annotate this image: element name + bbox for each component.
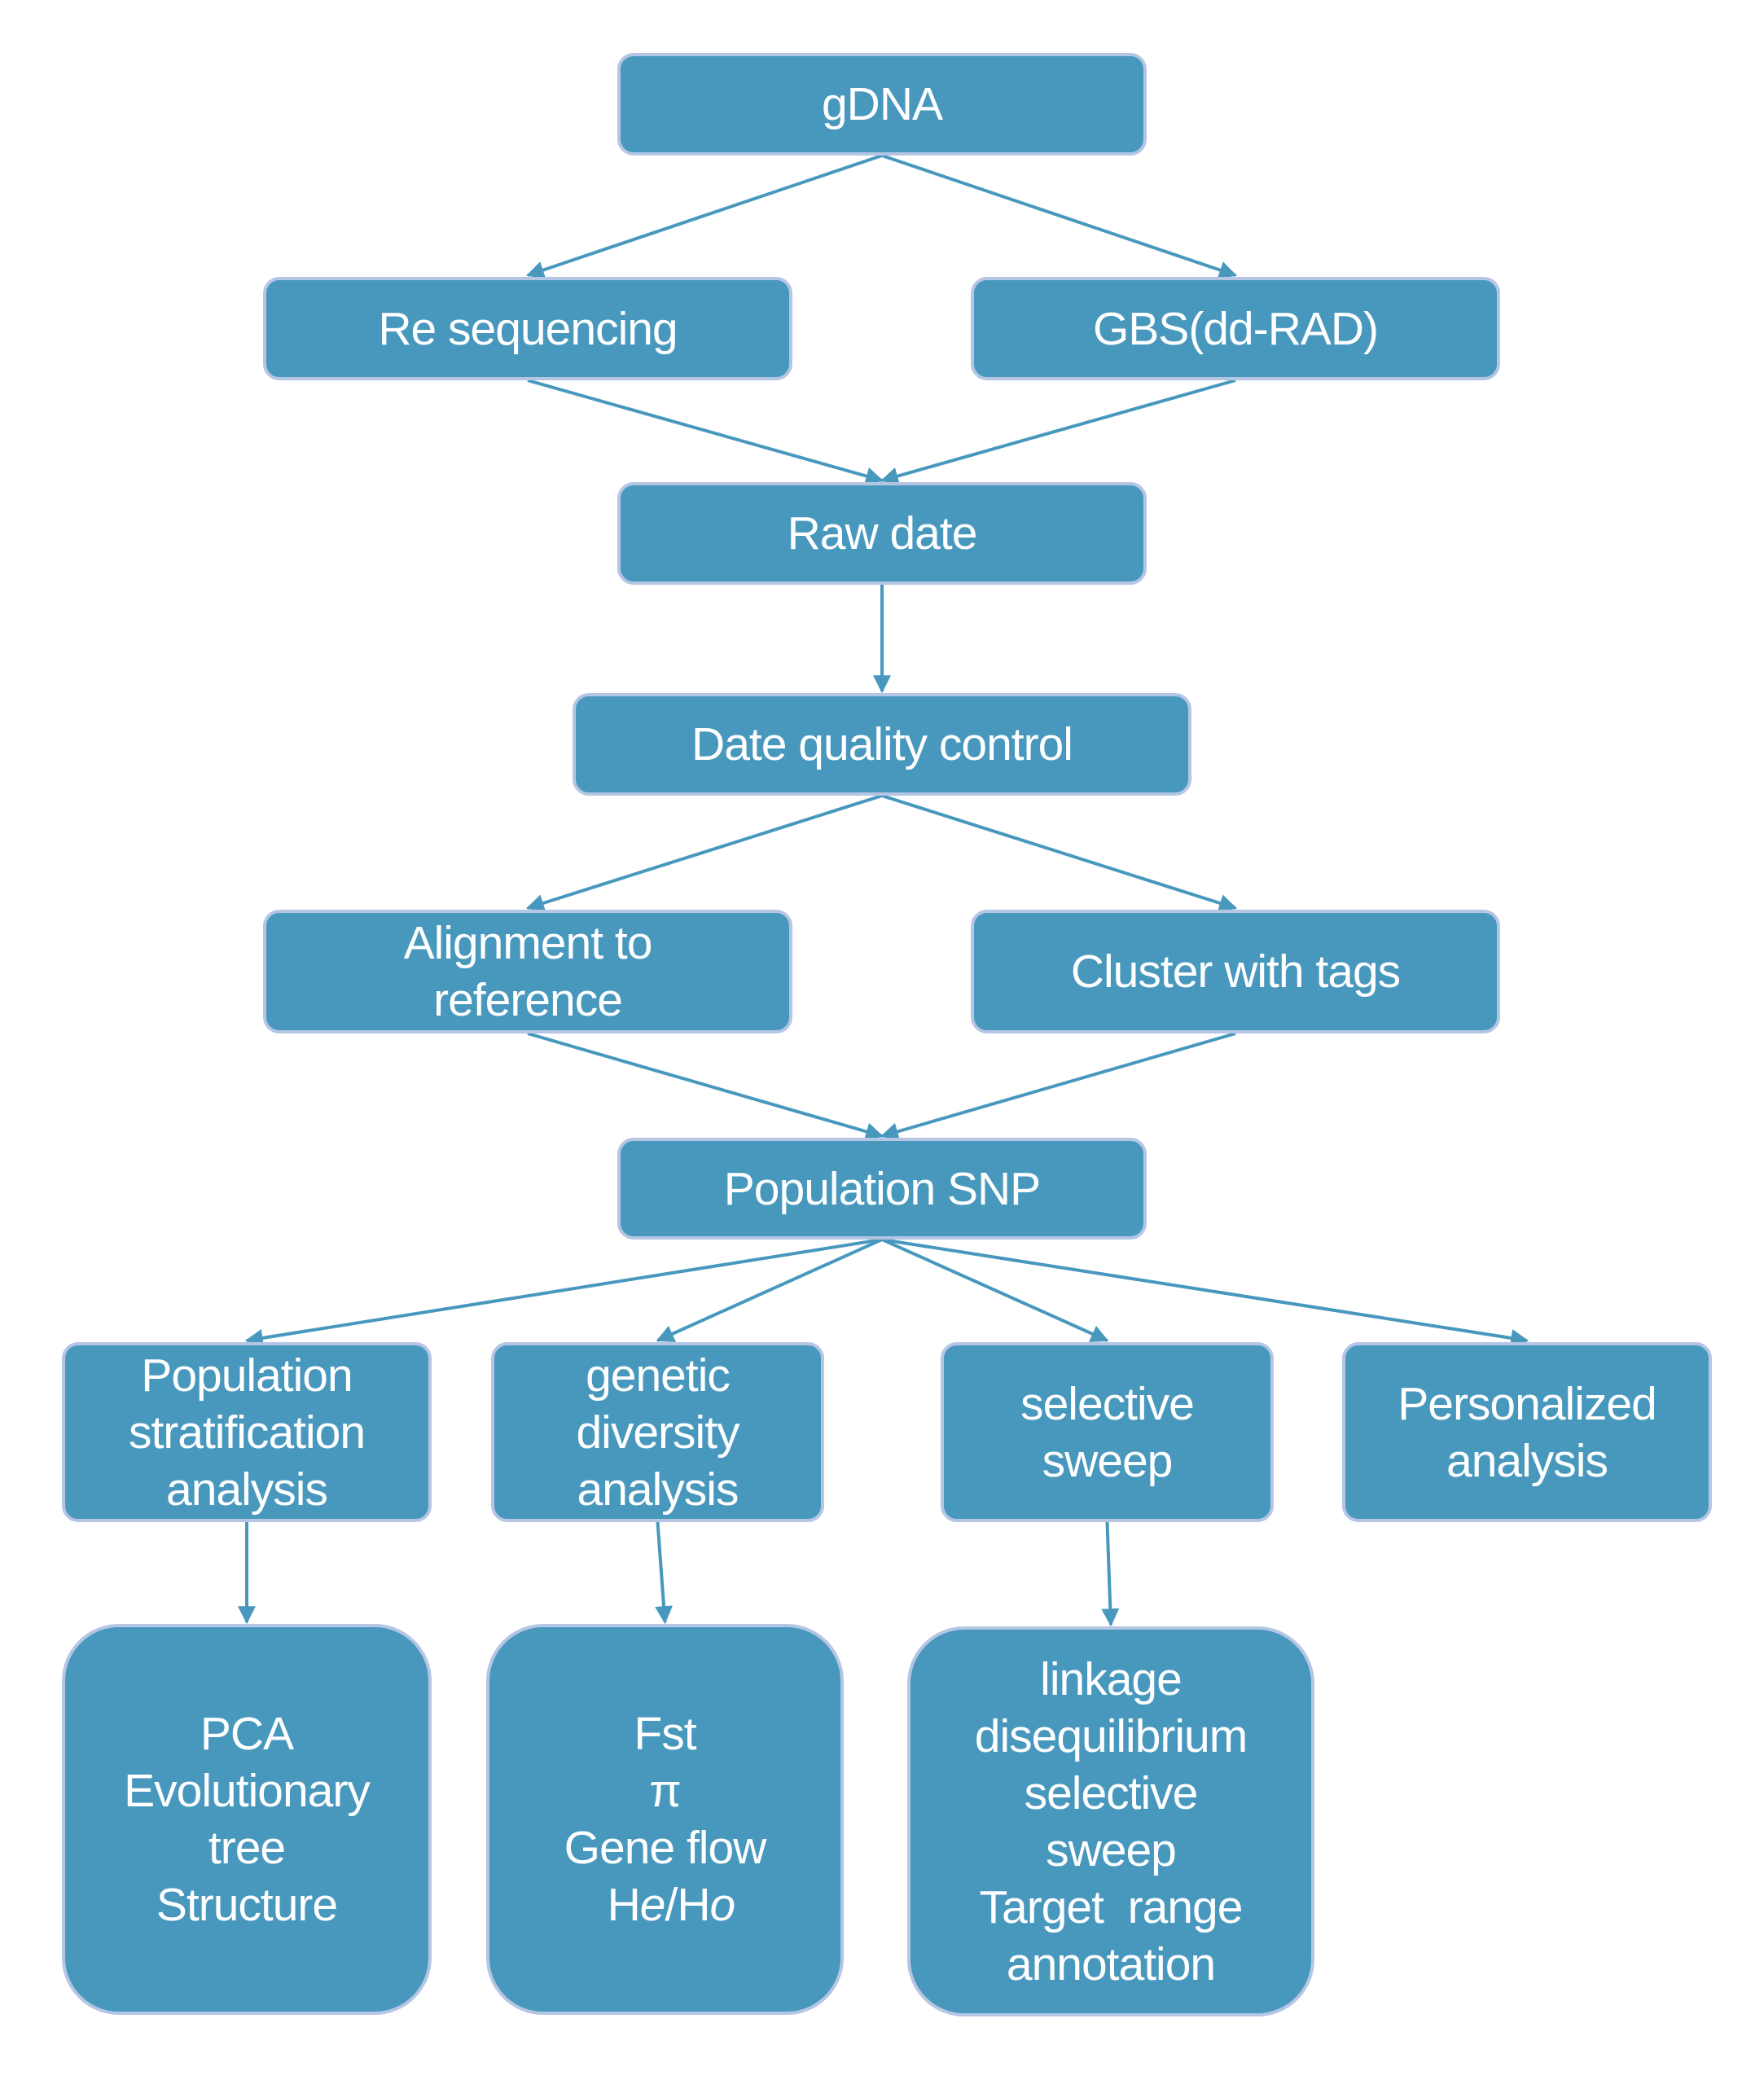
- node-label-line: Personalized: [1398, 1377, 1657, 1430]
- method-line: disequilibrium: [974, 1709, 1248, 1762]
- node-label-line: analysis: [1446, 1434, 1608, 1487]
- node-label-line: analysis: [166, 1463, 328, 1516]
- method-structure: Structure: [156, 1879, 338, 1931]
- he-ho-o: o: [709, 1879, 736, 1931]
- method-line: annotation: [1006, 1937, 1216, 1990]
- method-line: selective: [1024, 1766, 1199, 1819]
- method-evolutionary: Evolutionary: [124, 1765, 371, 1817]
- node-label-line: stratification: [128, 1406, 366, 1459]
- arrow-date_qc-to-cluster: [881, 794, 1238, 912]
- node-label-line: sweep: [1042, 1434, 1174, 1487]
- node-label-line: diversity: [576, 1406, 739, 1459]
- arrow-population_snp-to-personalized: [881, 1238, 1529, 1347]
- arrow-genetic_div-to-genetic_div_methods: [655, 1521, 674, 1625]
- method-line: Target range: [979, 1880, 1244, 1933]
- node-personalized-analysis: Personalized analysis: [1342, 1342, 1712, 1522]
- node-sweep-methods: linkage disequilibrium selective sweep T…: [907, 1626, 1314, 2016]
- he-ho-e: e: [639, 1879, 666, 1931]
- node-genetic-diversity-analysis: genetic diversity analysis: [491, 1342, 824, 1522]
- he-ho-slash: /: [665, 1879, 678, 1931]
- he-ho-h2: H: [677, 1879, 710, 1931]
- arrow-date_qc-to-alignment: [525, 794, 883, 912]
- method-line: sweep: [1046, 1823, 1177, 1876]
- method-pca: PCA: [200, 1708, 294, 1760]
- node-label: Population SNP: [723, 1162, 1041, 1215]
- node-gdna: gDNA: [617, 53, 1147, 156]
- node-label-line: genetic: [586, 1349, 731, 1402]
- arrow-population_snp-to-selective_sweep: [881, 1238, 1109, 1342]
- node-label: Raw date: [787, 507, 978, 559]
- node-stratification-methods: PCA Evolutionary tree Structure: [62, 1624, 432, 2015]
- node-alignment-to-reference: Alignment to reference: [263, 910, 792, 1033]
- arrow-cluster-to-population_snp: [880, 1032, 1236, 1141]
- method-tree: tree: [208, 1822, 286, 1874]
- node-label: gDNA: [821, 78, 943, 130]
- node-diversity-methods: Fst π Gene flow He/Ho: [486, 1624, 844, 2015]
- node-re-sequencing: Re sequencing: [263, 277, 792, 380]
- node-label: Cluster with tags: [1070, 946, 1401, 998]
- node-population-stratification-analysis: Population stratification analysis: [62, 1342, 432, 1522]
- arrow-resequencing-to-raw_date: [527, 379, 884, 485]
- node-label: Date quality control: [691, 718, 1073, 770]
- node-raw-date: Raw date: [617, 482, 1147, 585]
- node-label-line: Alignment to: [403, 917, 653, 969]
- node-cluster-with-tags: Cluster with tags: [971, 910, 1500, 1033]
- arrow-gdna-to-resequencing: [525, 154, 883, 279]
- method-gene-flow: Gene flow: [564, 1822, 767, 1874]
- node-gbs-dd-rad: GBS(dd-RAD): [971, 277, 1500, 380]
- arrow-gbs-to-raw_date: [880, 379, 1236, 485]
- arrow-population_snp-to-pop_strat: [244, 1238, 883, 1347]
- method-line: linkage: [1040, 1652, 1183, 1705]
- node-label-line: Population: [141, 1349, 353, 1402]
- node-label-line: reference: [433, 974, 623, 1026]
- method-he-ho: He/Ho: [595, 1876, 736, 1933]
- node-date-quality-control: Date quality control: [573, 693, 1191, 796]
- arrow-population_snp-to-genetic_div: [656, 1238, 883, 1342]
- method-fst: Fst: [634, 1708, 696, 1760]
- arrow-selective_sweep-to-selective_sweep_methods: [1101, 1521, 1120, 1627]
- node-selective-sweep: selective sweep: [941, 1342, 1274, 1522]
- node-population-snp: Population SNP: [617, 1138, 1147, 1240]
- arrow-alignment-to-population_snp: [527, 1032, 884, 1141]
- node-label-line: analysis: [577, 1463, 739, 1516]
- node-label: Re sequencing: [378, 302, 678, 355]
- he-ho-h1: H: [607, 1879, 641, 1931]
- arrow-gdna-to-gbs: [881, 154, 1238, 279]
- node-label: GBS(dd-RAD): [1092, 302, 1379, 355]
- method-pi: π: [649, 1765, 681, 1817]
- node-label-line: selective: [1020, 1377, 1195, 1430]
